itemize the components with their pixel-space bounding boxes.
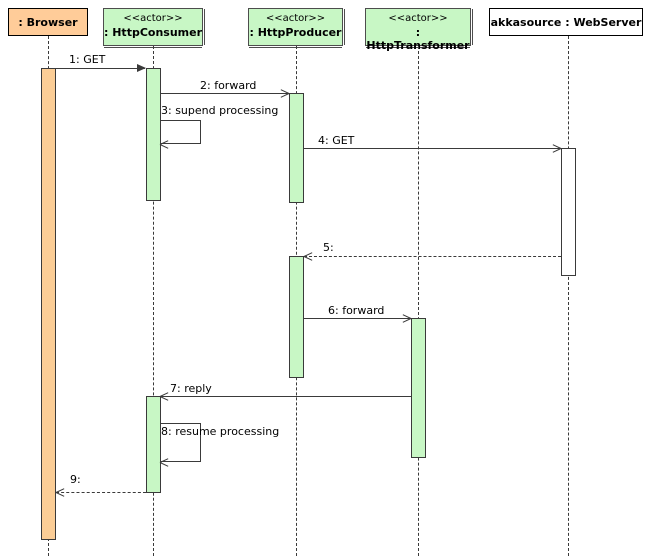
lifeline-head-httptransformer-stereotype: <<actor>> xyxy=(388,13,448,24)
message-6-arrowhead xyxy=(402,318,411,327)
lifeline-httpconsumer xyxy=(153,46,154,556)
message-7-line xyxy=(161,396,411,397)
message-4-label: 4: GET xyxy=(318,134,355,147)
message-8-self-loop xyxy=(161,423,201,462)
lifeline-head-httpproducer[interactable]: <<actor>> : HttpProducer xyxy=(248,8,343,46)
message-9-line xyxy=(56,492,146,493)
lifeline-head-httpconsumer-stereotype: <<actor>> xyxy=(123,13,183,24)
message-2-line xyxy=(161,93,289,94)
lifeline-head-browser-label: : Browser xyxy=(18,15,78,29)
lifeline-head-webserver[interactable]: akkasource : WebServer xyxy=(489,8,643,36)
lifeline-head-browser[interactable]: : Browser xyxy=(8,8,88,36)
lifeline-head-httptransformer[interactable]: <<actor>> : HttpTransformer xyxy=(365,8,471,52)
message-2-arrowhead xyxy=(280,93,289,102)
lifeline-head-httpconsumer[interactable]: <<actor>> : HttpConsumer xyxy=(103,8,203,46)
message-5-line xyxy=(304,256,561,257)
lifeline-head-httpproducer-stereotype: <<actor>> xyxy=(265,13,326,24)
message-7-arrowhead xyxy=(160,396,169,405)
activation-bar-httpproducer-2[interactable] xyxy=(289,256,304,378)
message-2-label: 2: forward xyxy=(200,79,257,92)
message-3-label: 3: supend processing xyxy=(161,104,279,117)
message-3-self-loop xyxy=(161,120,201,144)
message-6-line xyxy=(304,318,411,319)
activation-bar-httpconsumer-1[interactable] xyxy=(146,68,161,201)
activation-bar-httpconsumer-2[interactable] xyxy=(146,396,161,493)
message-9-label: 9: xyxy=(70,473,81,486)
activation-bar-httptransformer-1[interactable] xyxy=(411,318,426,458)
message-6-label: 6: forward xyxy=(328,304,385,317)
activation-bar-httpproducer-1[interactable] xyxy=(289,93,304,203)
activation-bar-webserver-1[interactable] xyxy=(561,148,576,276)
activation-bar-browser[interactable] xyxy=(41,68,56,540)
lifeline-httptransformer xyxy=(418,46,419,556)
message-8-arrowhead xyxy=(160,462,169,471)
message-1-arrowhead xyxy=(137,64,146,72)
message-5-label: 5: xyxy=(323,241,334,254)
lifeline-head-httpconsumer-label: : HttpConsumer xyxy=(104,26,203,39)
lifeline-head-webserver-label: akkasource : WebServer xyxy=(490,15,642,29)
message-4-line xyxy=(304,148,561,149)
message-1-label: 1: GET xyxy=(69,53,106,66)
message-9-arrowhead xyxy=(56,492,65,501)
message-4-arrowhead xyxy=(552,148,561,157)
lifeline-head-httpproducer-label: : HttpProducer xyxy=(249,26,342,39)
lifeline-webserver xyxy=(568,36,569,556)
message-3-arrowhead xyxy=(160,144,169,153)
message-8-label: 8: resume processing xyxy=(161,425,280,438)
message-7-label: 7: reply xyxy=(170,382,212,395)
message-1-line xyxy=(48,68,145,69)
lifeline-head-httptransformer-label: : HttpTransformer xyxy=(366,26,470,52)
message-5-arrowhead xyxy=(304,256,313,265)
